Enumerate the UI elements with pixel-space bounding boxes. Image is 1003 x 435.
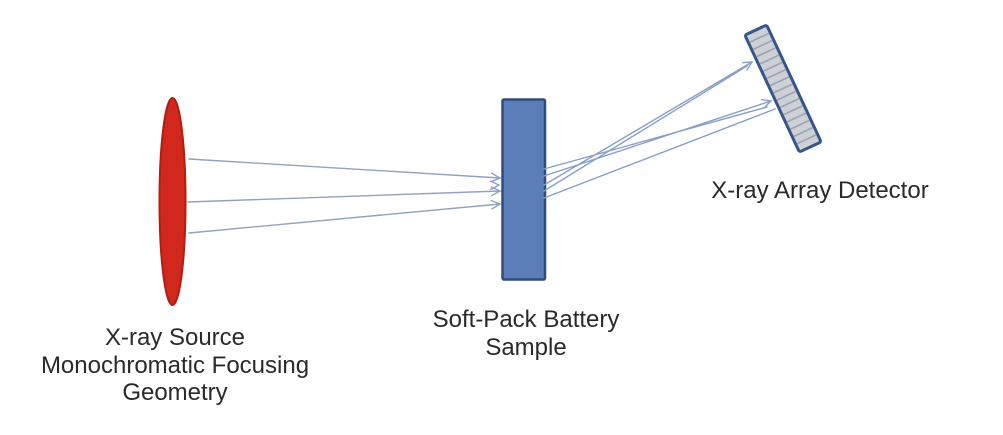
source-label-line-1: X-ray Source [105, 324, 245, 351]
sample-label-line-2: Sample [485, 334, 566, 361]
incident-ray-top [188, 158, 502, 183]
scattered-ray-1 [543, 106, 768, 170]
scattered-rays [543, 61, 776, 199]
labels: X-ray Source Monochromatic Focusing Geom… [41, 177, 929, 406]
scattered-ray-4 [543, 65, 748, 192]
detector-segment-lines [749, 32, 817, 145]
incident-ray-middle [187, 186, 502, 203]
battery-sample-rect [501, 98, 547, 281]
xray-source-ellipse [158, 97, 187, 306]
scattered-ray-3 [543, 61, 754, 186]
scattered-ray-5 [543, 108, 776, 199]
incident-arrowhead-extra-icon [489, 180, 501, 191]
sample-label-line-1: Soft-Pack Battery [433, 306, 620, 333]
incident-ray-bottom [188, 199, 502, 234]
source-label-line-2: Monochromatic Focusing [41, 352, 309, 379]
array-detector [744, 24, 822, 153]
incident-rays [187, 158, 502, 234]
scattered-ray-2 [543, 98, 773, 177]
detector-label: X-ray Array Detector [711, 177, 928, 204]
source-label-line-3: Geometry [122, 379, 227, 406]
